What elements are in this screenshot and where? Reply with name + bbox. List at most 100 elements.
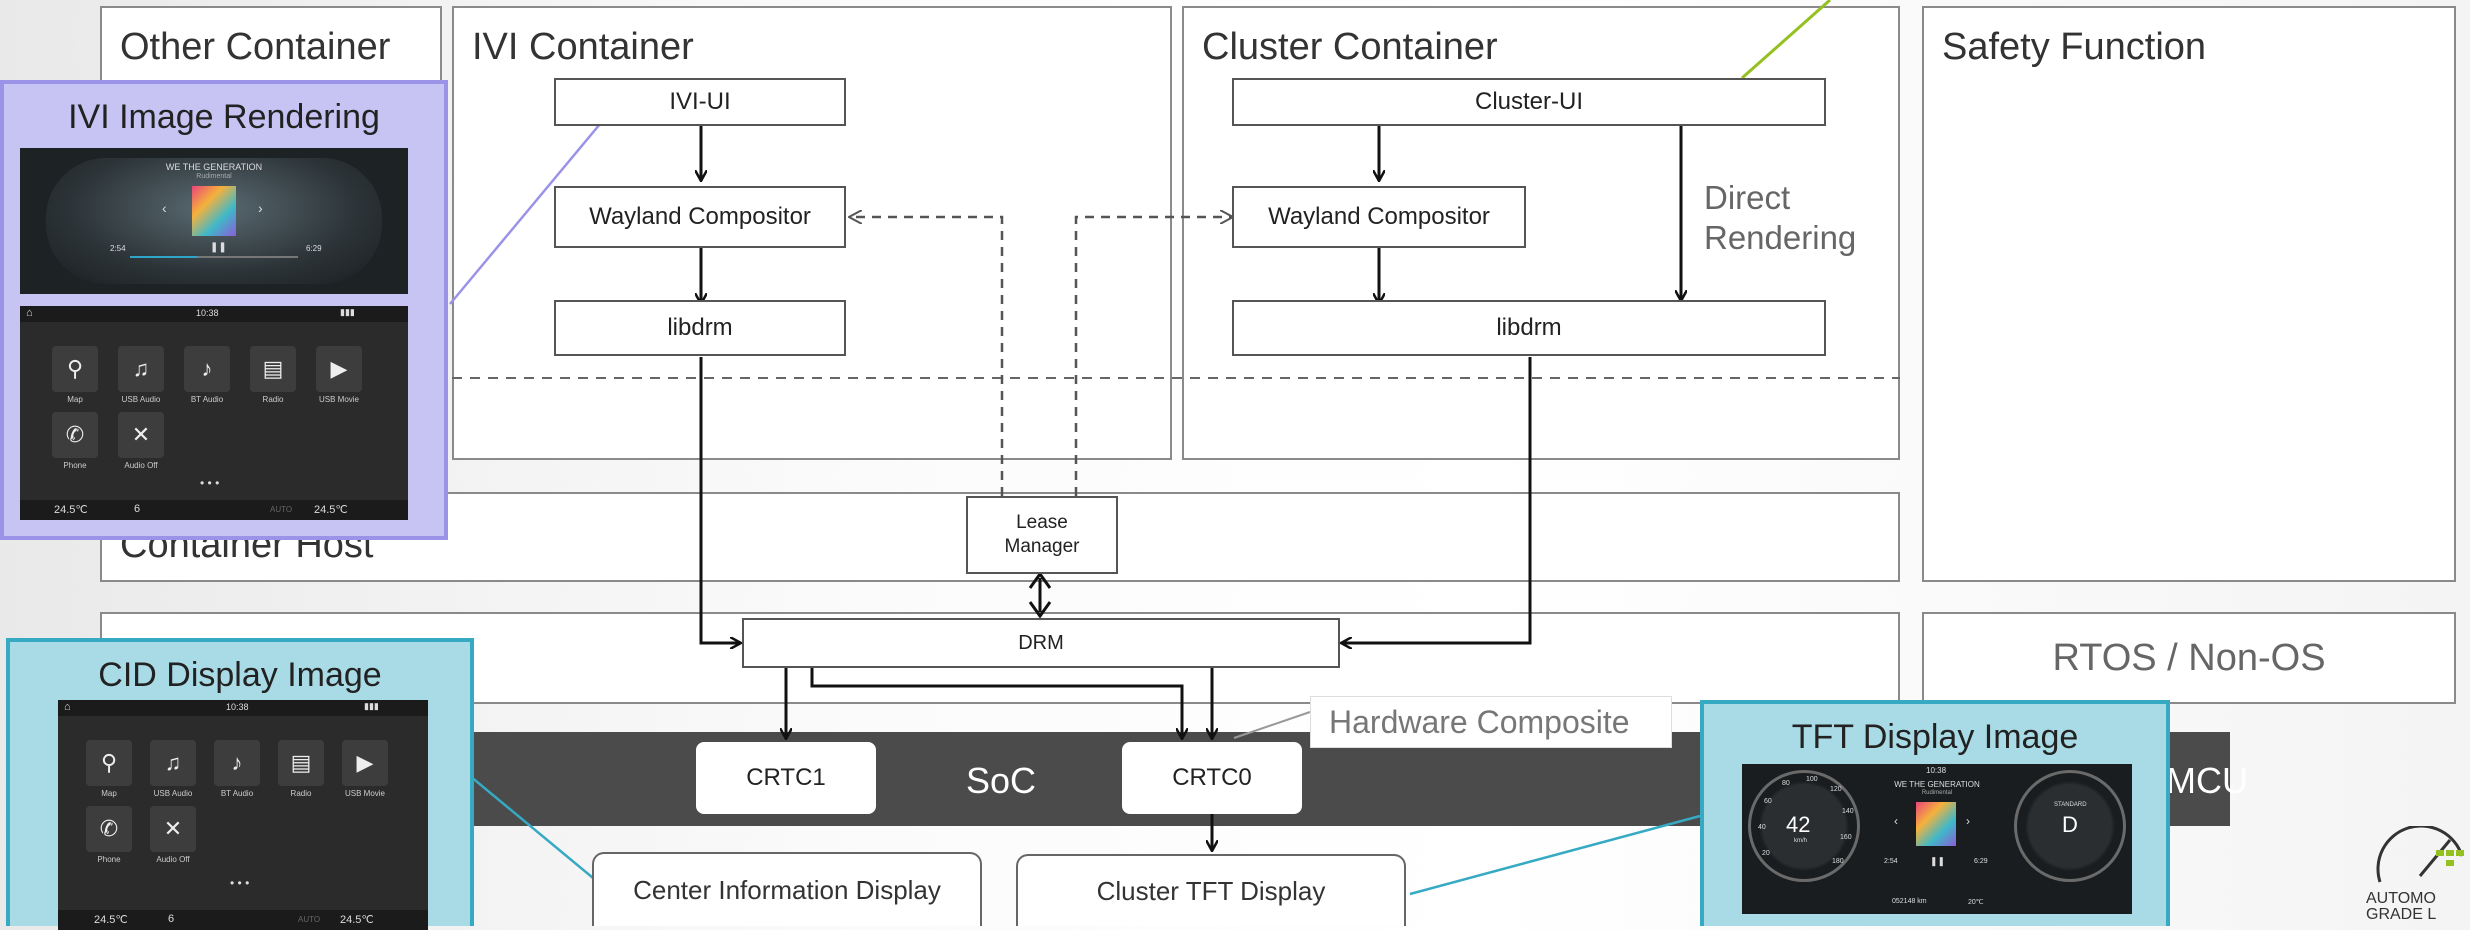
cid-app-usb-audio[interactable]: ♫ [150,740,196,786]
media-time-total: 6:29 [306,244,322,253]
app-bt-audio[interactable]: ♪ [184,346,230,392]
speed-tick: 160 [1840,834,1852,841]
app-usb-audio[interactable]: ♫ [118,346,164,392]
home-icon: ⌂ [26,307,33,319]
speed-value: 42 [1786,812,1811,837]
progress-bar [130,256,298,258]
safety-function-title: Safety Function [1942,26,2207,68]
temp-right: 24.5℃ [314,504,348,516]
cid-temp-left: 24.5℃ [94,914,128,926]
ivi-ui-box: IVI-UI [554,78,846,126]
speed-tick: 100 [1806,776,1818,783]
gear-gauge [2014,770,2126,882]
cid-auto-label: AUTO [298,915,321,924]
status-bar [20,306,408,322]
cid-app-map-label: Map [101,789,117,798]
direct-rendering-label: Direct Rendering [1704,178,1856,258]
app-usb-movie[interactable]: ▶ [316,346,362,392]
crtc0-box: CRTC0 [1122,742,1302,814]
crtc1-box: CRTC1 [696,742,876,814]
tft-clock: 10:38 [1926,766,1947,775]
drive-mode: STANDARD [2054,802,2087,808]
app-audio-off[interactable]: ✕ [118,412,164,458]
next-track-icon: › [258,200,263,216]
speed-unit: km/h [1794,838,1808,844]
play-pause-icon: ❚❚ [210,242,227,253]
tft-odometer: 052148 km [1892,898,1927,905]
app-usb-movie-label: USB Movie [318,395,359,404]
speed-tick: 180 [1832,858,1844,865]
direct-rendering-line2: Rendering [1704,219,1857,256]
cid-climate-bar [58,910,428,930]
cid-app-radio[interactable]: ▤ [278,740,324,786]
page-dots: • • • [200,476,220,490]
cluster-wayland-compositor-box: Wayland Compositor [1232,186,1526,248]
direct-rendering-line1: Direct [1704,179,1791,216]
app-radio[interactable]: ▤ [250,346,296,392]
ivi-wayland-compositor-box: Wayland Compositor [554,186,846,248]
cid-status-bar [58,700,428,716]
tft-album-art [1916,802,1956,846]
app-map[interactable]: ⚲ [52,346,98,392]
ivi-libdrm-box: libdrm [554,300,846,356]
auto-label: AUTO [270,505,293,514]
tft-time-elapsed: 2:54 [1884,858,1898,865]
speed-tick: 40 [1758,824,1766,831]
tft-cluster-screen: 10:38 20 40 60 80 100 120 140 160 180 42… [1742,764,2132,914]
cid-app-usb-movie-label: USB Movie [344,789,385,798]
other-container-title: Other Container [120,26,391,68]
tft-play-pause-icon: ❚❚ [1930,856,1946,866]
lease-manager-box: Lease Manager [966,496,1118,574]
rtos-label: RTOS / Non-OS [2052,636,2326,679]
cid-app-usb-audio-label: USB Audio [153,789,193,798]
cid-signal-icon: ▮▮▮ [364,701,379,711]
status-clock: 10:38 [196,308,219,318]
cid-display-image-panel: CID Display Image ⌂ 10:38 ▮▮▮ ⚲ Map ♫ US… [6,638,474,930]
cid-app-phone-label: Phone [97,855,121,864]
media-time-elapsed: 2:54 [110,244,126,253]
safety-function: Safety Function [1922,6,2456,582]
tft-display-image-title: TFT Display Image [1791,718,2079,756]
tft-outside-temp: 20℃ [1968,899,1984,906]
cluster-tft-display: Cluster TFT Display [1016,854,1406,926]
drm-box: DRM [742,618,1340,668]
cid-app-map[interactable]: ⚲ [86,740,132,786]
speed-tick: 20 [1762,850,1770,857]
speed-tick: 120 [1830,786,1842,793]
ivi-container-title: IVI Container [472,26,694,68]
app-usb-audio-label: USB Audio [121,395,161,404]
media-screen: WE THE GENERATION Rudimental ‹ › 2:54 6:… [20,148,408,294]
cid-status-clock: 10:38 [226,702,249,712]
app-audio-off-label: Audio Off [124,461,158,470]
logo-text-line1: AUTOMO [2366,890,2436,907]
app-phone-label: Phone [63,461,87,470]
cid-home-icon: ⌂ [64,701,71,713]
ivi-image-rendering-panel: IVI Image Rendering WE THE GENERATION Ru… [0,80,448,540]
signal-icon: ▮▮▮ [340,307,355,317]
cid-app-audio-off[interactable]: ✕ [150,806,196,852]
tft-prev-icon: ‹ [1894,814,1898,828]
app-phone[interactable]: ✆ [52,412,98,458]
climate-bar [20,500,408,520]
cid-app-radio-label: Radio [290,789,312,798]
speedometer-gauge [1748,770,1860,882]
tft-media-title: WE THE GENERATION [1894,780,1980,789]
cid-app-usb-movie[interactable]: ▶ [342,740,388,786]
media-artist: Rudimental [196,173,232,180]
cid-app-bt-audio[interactable]: ♪ [214,740,260,786]
cluster-container-title: Cluster Container [1202,26,1498,68]
cid-app-audio-off-label: Audio Off [156,855,190,864]
app-bt-audio-label: BT Audio [190,395,224,404]
cid-home-screen: ⌂ 10:38 ▮▮▮ ⚲ Map ♫ USB Audio ♪ BT Audio… [58,700,428,930]
fan-speed: 6 [134,503,141,515]
logo-text-line2: GRADE L [2366,906,2437,923]
automotive-grade-linux-logo: AUTOMO GRADE L [2362,824,2470,926]
cluster-ui-box: Cluster-UI [1232,78,1826,126]
lease-manager-line2: Manager [1004,536,1080,557]
tft-display-image-panel: TFT Display Image 10:38 20 40 60 80 100 … [1700,700,2170,926]
cid-app-phone[interactable]: ✆ [86,806,132,852]
hardware-composite-label: Hardware Composite [1310,696,1672,748]
gear-indicator: D [2062,812,2078,837]
cid-display-image-title: CID Display Image [98,656,382,694]
